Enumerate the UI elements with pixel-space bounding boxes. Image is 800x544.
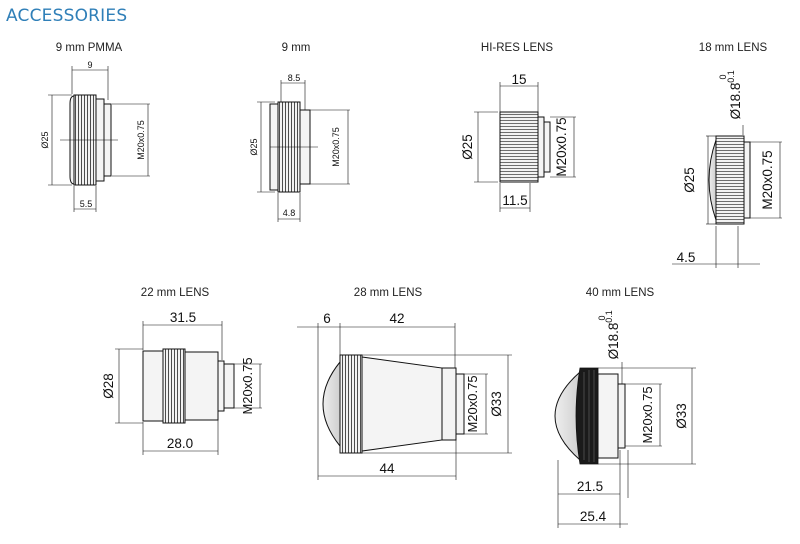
dim-label-thread: M20x0.75 — [640, 386, 655, 443]
lens-drawing-28mm: 6 42 M20x0.75 Ø33 44 — [297, 311, 512, 480]
dim-label-dia: Ø25 — [682, 167, 697, 193]
dim-label-tol-lower: -0.1 — [726, 70, 736, 86]
dim-label-thread: M20x0.75 — [331, 127, 341, 167]
lens-drawing-9mm: 8.5 Ø25 M20x0.75 4.8 — [249, 73, 350, 222]
dim-label-length: 8.5 — [288, 73, 301, 83]
dim-label-tol-dia: Ø18.8 — [728, 83, 743, 120]
dim-label-dia: Ø25 — [249, 138, 259, 155]
dim-label-back: 11.5 — [502, 193, 527, 208]
dim-label-dia: Ø33 — [674, 403, 689, 429]
dim-label-total: 44 — [379, 461, 395, 476]
dim-label-tol-upper: 0 — [597, 315, 607, 320]
dim-label-tol-dia: Ø18.8 — [606, 323, 621, 360]
lens-drawing-18mm: Ø18.8 0 -0.1 Ø25 M20x0.75 4.5 — [672, 70, 782, 268]
dim-label-tol-lower: -0.1 — [604, 310, 614, 326]
lens-caption-40mm: 40 mm LENS — [585, 287, 655, 299]
dim-label-thread: M20x0.75 — [760, 150, 775, 209]
dim-label-dia: Ø25 — [40, 131, 50, 148]
lens-drawing-22mm: 31.5 Ø28 M20x0.75 28.0 — [101, 310, 262, 455]
dim-label-total: 25.4 — [580, 509, 607, 524]
dim-label-dia: Ø33 — [489, 391, 504, 417]
dim-label-back: 4.8 — [283, 208, 296, 218]
lens-caption-hi-res: HI-RES LENS — [480, 42, 554, 54]
dim-label-back: 4.5 — [677, 250, 696, 265]
dim-label-thread: M20x0.75 — [240, 357, 255, 414]
dim-label-inner: 21.5 — [577, 479, 603, 494]
dim-label-tol-upper: 0 — [718, 74, 728, 79]
dim-label-dia: Ø28 — [101, 373, 116, 399]
lens-drawing-9mm-pmma: 9 Ø25 M20x0.75 5.5 — [40, 60, 150, 212]
lens-drawing-40mm: Ø18.8 0 -0.1 M20x0.75 Ø33 21.5 25.4 — [554, 310, 696, 528]
dim-label-back: 5.5 — [80, 199, 93, 209]
dim-label-length: 42 — [389, 311, 404, 326]
lens-caption-9mm-pmma: 9 mm PMMA — [55, 42, 123, 54]
lens-drawing-hi-res: 15 Ø25 M20x0.75 11.5 — [460, 72, 576, 212]
dim-label-dia: Ø25 — [460, 134, 475, 160]
lens-caption-28mm: 28 mm LENS — [353, 287, 423, 299]
dim-label-back: 28.0 — [167, 436, 193, 451]
dim-label-thread: M20x0.75 — [554, 117, 569, 176]
lens-caption-18mm: 18 mm LENS — [698, 42, 768, 54]
dim-label-thread: M20x0.75 — [465, 375, 480, 432]
dim-label-length: 31.5 — [170, 310, 196, 325]
page-title: ACCESSORIES — [6, 6, 128, 26]
lens-caption-9mm: 9 mm — [281, 42, 311, 54]
dim-label-length: 9 — [87, 60, 92, 70]
lens-caption-22mm: 22 mm LENS — [140, 287, 210, 299]
dim-label-front: 6 — [323, 311, 331, 326]
dim-label-thread: M20x0.75 — [136, 120, 146, 160]
dim-label-length: 15 — [511, 72, 526, 87]
